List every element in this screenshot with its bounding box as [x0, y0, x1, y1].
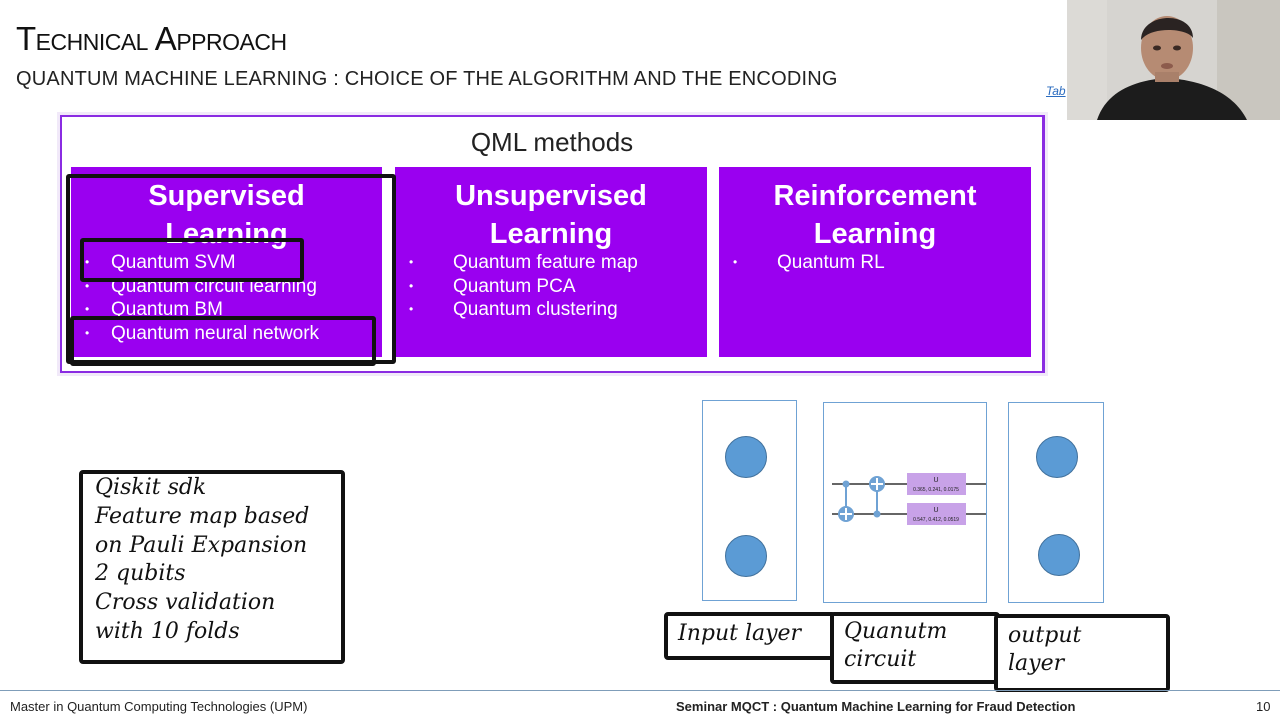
list-item-label: Quantum BM	[111, 299, 223, 320]
quantum-circuit-label: Quanutm circuit	[830, 612, 1000, 684]
page-number: 10	[1256, 699, 1271, 714]
input-node	[725, 436, 767, 478]
list-item-label: Quantum clustering	[453, 299, 618, 320]
list-item: • Quantum BM	[85, 298, 319, 322]
output-layer-label: output layer	[994, 614, 1170, 692]
table-link[interactable]: Tab	[1046, 84, 1066, 98]
reinforcement-heading-line1: Reinforcement	[773, 180, 977, 212]
reinforcement-list: • Quantum RL	[733, 251, 885, 275]
unsupervised-learning-box: Unsupervised Learning • Quantum feature m…	[395, 167, 707, 357]
note-line: on Pauli Expansion	[95, 532, 308, 558]
gate-params: 0.547, 0.412, 0.0519	[913, 517, 959, 523]
input-layer-box	[702, 400, 797, 601]
list-item: • Quantum SVM	[85, 251, 319, 275]
list-item-label: Quantum SVM	[111, 252, 236, 273]
bullet-icon: •	[733, 255, 738, 269]
neural-network-highlight-frame	[70, 316, 376, 366]
supervised-heading-line2: Learning	[165, 218, 288, 250]
svm-highlight-frame	[80, 238, 304, 282]
circuit-label-line1: Quanutm	[844, 619, 948, 644]
presenter-webcam	[1067, 0, 1280, 120]
bullet-icon: •	[85, 302, 90, 316]
note-line: Qiskit sdk	[95, 475, 207, 500]
slide-title: Technical Approach	[16, 20, 287, 57]
quantum-circuit-diagram: U 0.365, 0.241, 0.0175 U 0.547, 0.412, 0…	[832, 473, 986, 525]
output-label-line2: layer	[1008, 651, 1065, 676]
input-node	[725, 535, 767, 577]
note-line: Cross validation	[95, 590, 276, 616]
list-item-label: Quantum neural network	[111, 322, 320, 344]
qml-methods-panel: QML methods Supervised Learning • Quantum…	[60, 115, 1045, 373]
circuit-label-line2: circuit	[844, 647, 917, 672]
unsupervised-list: • Quantum feature map • Quantum PCA • Quant…	[409, 251, 638, 322]
reinforcement-heading-line2: Learning	[813, 218, 937, 250]
bullet-icon: •	[409, 302, 414, 316]
list-item: • Quantum neural network	[85, 322, 319, 346]
list-item: • Quantum clustering	[409, 298, 638, 322]
gate-label: U	[933, 477, 938, 484]
list-item: • Quantum RL	[733, 251, 885, 275]
input-layer-label: Input layer	[664, 612, 836, 660]
gate-params: 0.365, 0.241, 0.0175	[913, 487, 959, 493]
unsupervised-heading-line2: Learning	[489, 218, 613, 250]
output-node	[1038, 534, 1080, 576]
list-item-label: Quantum feature map	[453, 252, 638, 273]
bullet-icon: •	[85, 255, 90, 269]
quantum-circuit-box: U 0.365, 0.241, 0.0175 U 0.547, 0.412, 0…	[823, 402, 987, 603]
note-line: with 10 folds	[95, 618, 240, 644]
list-item-label: Quantum PCA	[453, 275, 576, 297]
footer-divider	[0, 690, 1280, 691]
reinforcement-heading: Reinforcement Learning	[719, 177, 1031, 253]
bullet-icon: •	[85, 278, 90, 293]
list-item-label: Quantum RL	[777, 252, 885, 273]
bullet-icon: •	[409, 255, 414, 269]
reinforcement-learning-box: Reinforcement Learning • Quantum RL	[719, 167, 1031, 357]
note-line: Feature map based	[95, 503, 310, 529]
output-layer-box	[1008, 402, 1104, 603]
notes-box: Qiskit sdk Feature map based on Pauli Ex…	[79, 470, 345, 664]
input-layer-label-text: Input layer	[678, 621, 802, 646]
slide-subtitle: QUANTUM MACHINE LEARNING : CHOICE OF THE…	[16, 68, 838, 90]
gate-label: U	[933, 507, 938, 514]
footer-seminar-title: Seminar MQCT : Quantum Machine Learning …	[676, 699, 1076, 714]
qml-methods-title: QML methods	[470, 127, 634, 157]
supervised-learning-box: Supervised Learning • Quantum SVM • Quantu…	[71, 167, 382, 357]
list-item: • Quantum PCA	[409, 275, 638, 299]
bullet-icon: •	[85, 325, 90, 340]
list-item: • Quantum feature map	[409, 251, 638, 275]
bullet-icon: •	[409, 278, 414, 293]
unsupervised-heading-line1: Unsupervised	[455, 180, 647, 212]
note-line: 2 qubits	[95, 561, 186, 587]
output-label-line1: output	[1008, 623, 1082, 648]
presenter-video-image	[1067, 0, 1280, 120]
supervised-heading: Supervised Learning	[71, 177, 382, 253]
supervised-heading-line1: Supervised	[148, 180, 305, 212]
unsupervised-heading: Unsupervised Learning	[395, 177, 707, 253]
footer-program: Master in Quantum Computing Technologies…	[10, 699, 308, 714]
output-node	[1036, 436, 1078, 478]
